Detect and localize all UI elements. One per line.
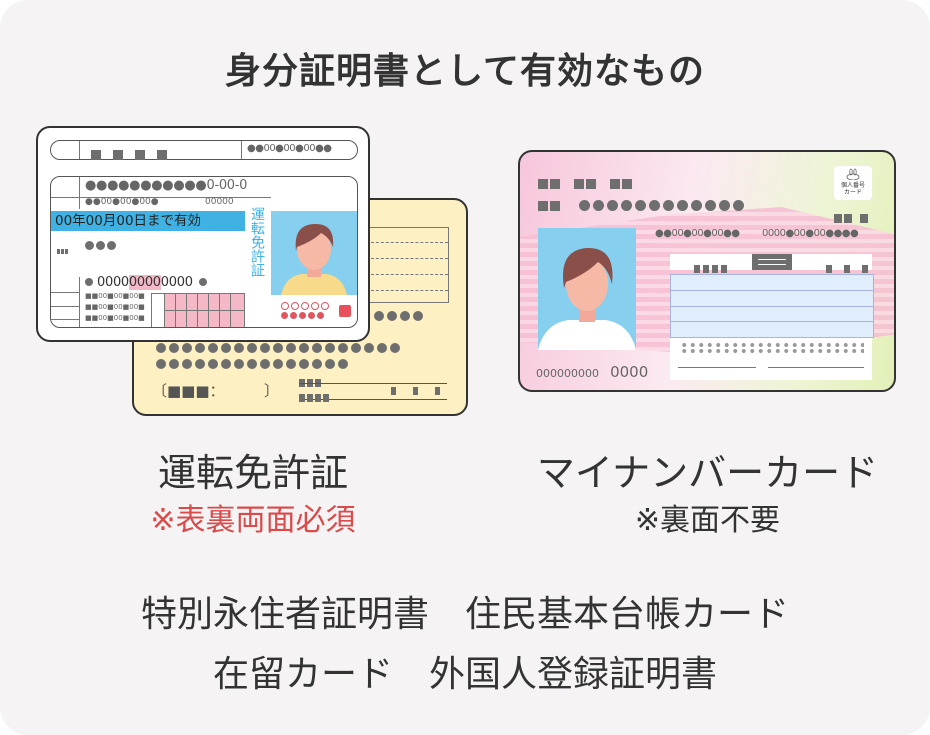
other-documents-line1: 特別永住者証明書 住民基本台帳カード (140, 594, 789, 635)
license-main-table: ●●●●●●●●●●●0-00-0 ●●00●00●00● 00000 00年0… (50, 176, 358, 328)
mynumber-row2: 0000●00●00●●●● (762, 228, 859, 239)
license-address-row: ●●●●●●●●●●●0-00-0 (85, 178, 248, 193)
license-top-row: ●●00●00●00●● (50, 140, 358, 160)
rabbit-mascot-icon (846, 168, 860, 181)
page-title: 身分証明書として有効なもの (225, 51, 705, 92)
license-photo (271, 211, 357, 323)
person-avatar-icon (281, 223, 347, 295)
license-front-card: ●●00●00●00●● ●●●●●●●●●●●0-00-0 ●●00●00●0… (36, 126, 370, 342)
license-back-stamp-area (299, 372, 447, 402)
license-number-row: 000000000000 (85, 275, 207, 290)
person-avatar-icon (538, 247, 636, 350)
license-small-rows: ■■00■00■00■ ■■00■00■00■ ■■00■00■00■ (85, 292, 145, 322)
license-back-dots-row3 (156, 354, 351, 373)
mynumber-header-squares (538, 174, 632, 193)
other-documents-line2: 在留カード 外国人登録証明書 (212, 654, 717, 695)
mynumber-row1: ●●00●00●00●● (655, 228, 740, 239)
license-note: ※表裏両面必須 (150, 503, 356, 538)
mynumber-card: 個人番号 カード ●●00●00●00●● 0000●00●00●●●● (518, 150, 896, 392)
license-back-dots-row1 (374, 306, 423, 325)
mynumber-note: ※裏面不要 (634, 503, 781, 538)
license-back-bracket-open: 〔■■■： (152, 382, 225, 400)
mynumber-field-row (670, 254, 872, 273)
mynumber-badge: 個人番号 カード (834, 166, 872, 200)
license-circles (281, 301, 331, 319)
mynumber-bottom-fields (670, 338, 872, 380)
license-small-row: ●●00●00●00● (85, 197, 159, 207)
license-label: 運転免許証 (157, 451, 348, 495)
mynumber-right-squares (834, 208, 868, 227)
license-back-dashed-box (366, 227, 449, 303)
license-red-square (339, 305, 351, 317)
license-top-right-text: ●●00●00●00●● (247, 143, 332, 154)
license-vertical-label: 運転免許証 (249, 207, 265, 277)
mynumber-label: マイナンバーカード (536, 451, 879, 495)
mynumber-name-row (538, 196, 747, 215)
mynumber-blue-fields (670, 274, 874, 338)
license-validity: 00年00月00日まで有効 (51, 211, 245, 231)
license-back-bracket-close: 〕 (264, 382, 280, 400)
license-category-grid (151, 293, 245, 327)
license-small-number: 00000 (205, 197, 234, 207)
license-back-dots-row2 (156, 338, 403, 357)
mynumber-photo (538, 228, 636, 350)
mynumber-serial: 000000000 0000 (536, 363, 649, 381)
